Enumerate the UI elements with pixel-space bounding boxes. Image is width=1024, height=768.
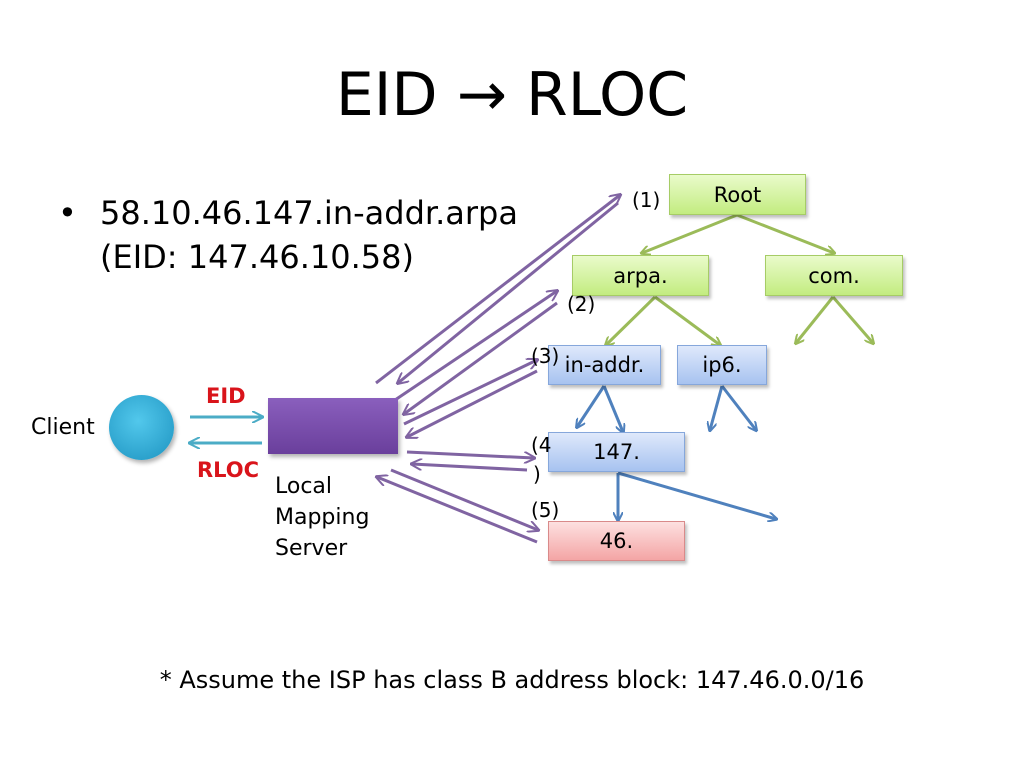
bullet-line-1: 58.10.46.147.in-addr.arpa <box>100 194 518 232</box>
server-label-2: Mapping <box>275 505 370 530</box>
edge-root-arpa <box>642 213 738 253</box>
node-com: com. <box>765 255 903 296</box>
edge-arpa-inaddr <box>606 295 657 345</box>
query-arrow-1 <box>375 195 620 385</box>
edge-inaddr-left <box>577 385 606 427</box>
response-arrow-5 <box>377 477 538 544</box>
slide-title: EID → RLOC <box>335 60 689 130</box>
client-node <box>109 395 174 460</box>
step-label-2: (2) <box>567 292 596 316</box>
bullet-line-2: (EID: 147.46.10.58) <box>100 238 414 276</box>
server-label-3: Server <box>275 536 348 561</box>
query-arrow-5 <box>390 468 538 530</box>
query-arrow-2 <box>394 291 557 402</box>
node-arpa: arpa. <box>572 255 709 296</box>
edge-ip6-left <box>710 385 724 430</box>
step-label-4a: (4 <box>531 433 552 457</box>
query-arrow-4 <box>406 450 534 458</box>
local-mapping-server <box>268 398 398 454</box>
edge-inaddr-147 <box>602 385 623 432</box>
rloc-label: RLOC <box>197 458 260 482</box>
node-root: Root <box>669 174 806 215</box>
edge-com-right <box>831 296 873 343</box>
node-in-addr: in-addr. <box>548 345 661 385</box>
step-label-4b: ) <box>533 462 541 486</box>
node-46: 46. <box>548 521 685 561</box>
edge-arpa-ip6 <box>654 295 720 345</box>
response-arrow-3 <box>407 369 538 437</box>
edge-147-right <box>617 471 776 519</box>
node-147: 147. <box>548 432 685 472</box>
bullet-marker: • <box>58 194 77 232</box>
step-label-3: (3) <box>531 344 560 368</box>
step-label-5: (5) <box>531 498 560 522</box>
query-arrow-3 <box>403 360 537 426</box>
response-arrow-4 <box>412 464 528 472</box>
response-arrow-1 <box>398 201 619 383</box>
node-ip6: ip6. <box>677 345 767 385</box>
footnote: * Assume the ISP has class B address blo… <box>159 666 865 694</box>
edge-root-com <box>736 213 834 253</box>
step-label-1: (1) <box>632 188 661 212</box>
edge-ip6-right <box>720 385 756 430</box>
eid-label: EID <box>206 384 246 408</box>
server-label-1: Local <box>275 474 333 499</box>
edge-com-left <box>796 296 835 343</box>
response-arrow-2 <box>404 301 558 414</box>
client-label: Client <box>31 415 95 440</box>
